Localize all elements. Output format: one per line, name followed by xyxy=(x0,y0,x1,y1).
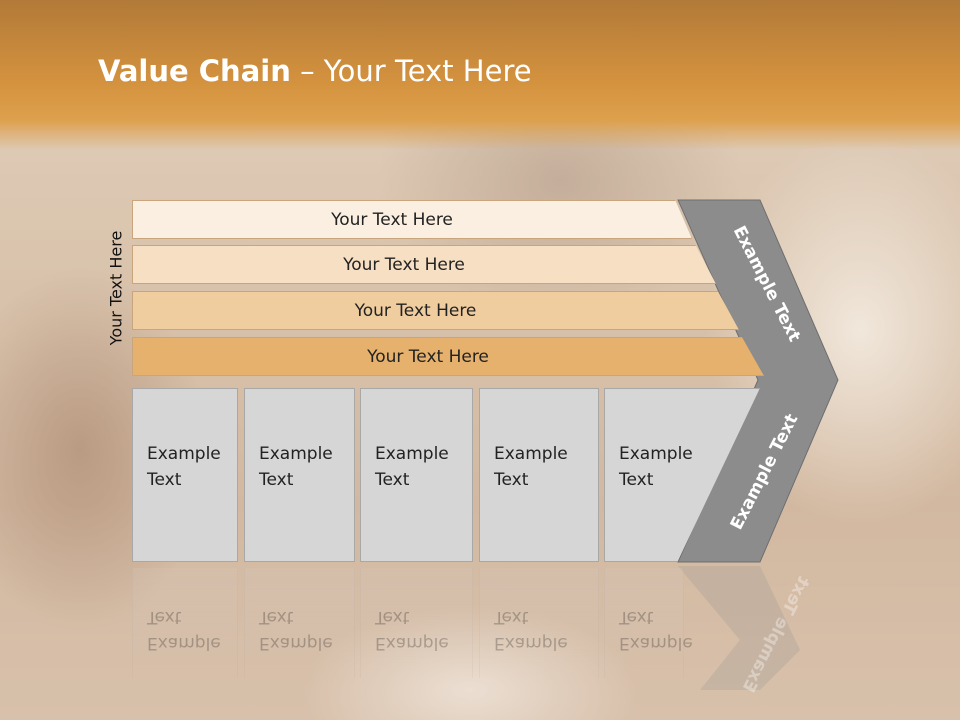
example-box-2-line2: Text xyxy=(259,470,294,490)
example-box-4[interactable]: Example Text xyxy=(479,388,599,562)
reflection-line2: Text xyxy=(259,607,294,627)
reflection-line2: Text xyxy=(375,607,410,627)
bar-3[interactable]: Your Text Here xyxy=(132,291,739,330)
reflection-line1: Example xyxy=(147,633,221,653)
reflection-line2: Text xyxy=(619,607,654,627)
example-box-1-reflection: Example Text xyxy=(132,568,238,678)
example-box-4-line1: Example xyxy=(494,444,568,464)
slide-title[interactable]: Value Chain – Your Text Here xyxy=(98,54,532,88)
reflection-line2: Text xyxy=(147,607,182,627)
reflection-line1: Example xyxy=(375,633,449,653)
bar-4-label: Your Text Here xyxy=(367,346,489,367)
chevron-reflection xyxy=(678,566,800,690)
example-box-5-reflection: Example Text xyxy=(604,568,693,678)
example-box-3[interactable]: Example Text xyxy=(360,388,473,562)
reflection-line1: Example xyxy=(494,633,568,653)
reflection-line1: Example xyxy=(259,633,333,653)
example-box-4-reflection: Example Text xyxy=(479,568,599,678)
reflection-line1: Example xyxy=(619,633,693,653)
example-box-2-line1: Example xyxy=(259,444,333,464)
example-box-3-line1: Example xyxy=(375,444,449,464)
example-box-3-line2: Text xyxy=(375,470,410,490)
bar-2-label: Your Text Here xyxy=(343,254,465,275)
example-box-1-line1: Example xyxy=(147,444,221,464)
example-box-2[interactable]: Example Text xyxy=(244,388,355,562)
bar-1-label: Your Text Here xyxy=(331,209,453,230)
bar-4[interactable]: Your Text Here xyxy=(132,337,764,376)
example-box-1[interactable]: Example Text xyxy=(132,388,238,562)
example-box-3-reflection: Example Text xyxy=(360,568,473,678)
example-box-5-line1: Example xyxy=(619,444,693,464)
slide-title-rest: – Your Text Here xyxy=(290,54,532,88)
example-box-5-line2: Text xyxy=(619,470,654,490)
bar-2[interactable]: Your Text Here xyxy=(132,245,716,284)
reflection-line2: Text xyxy=(494,607,529,627)
bar-1[interactable]: Your Text Here xyxy=(132,200,692,239)
example-box-4-line2: Text xyxy=(494,470,529,490)
title-band xyxy=(0,0,960,150)
slide-title-bold: Value Chain xyxy=(98,54,291,88)
bar-3-label: Your Text Here xyxy=(354,300,477,321)
example-box-1-line2: Text xyxy=(147,470,182,490)
example-box-2-reflection: Example Text xyxy=(244,568,355,678)
